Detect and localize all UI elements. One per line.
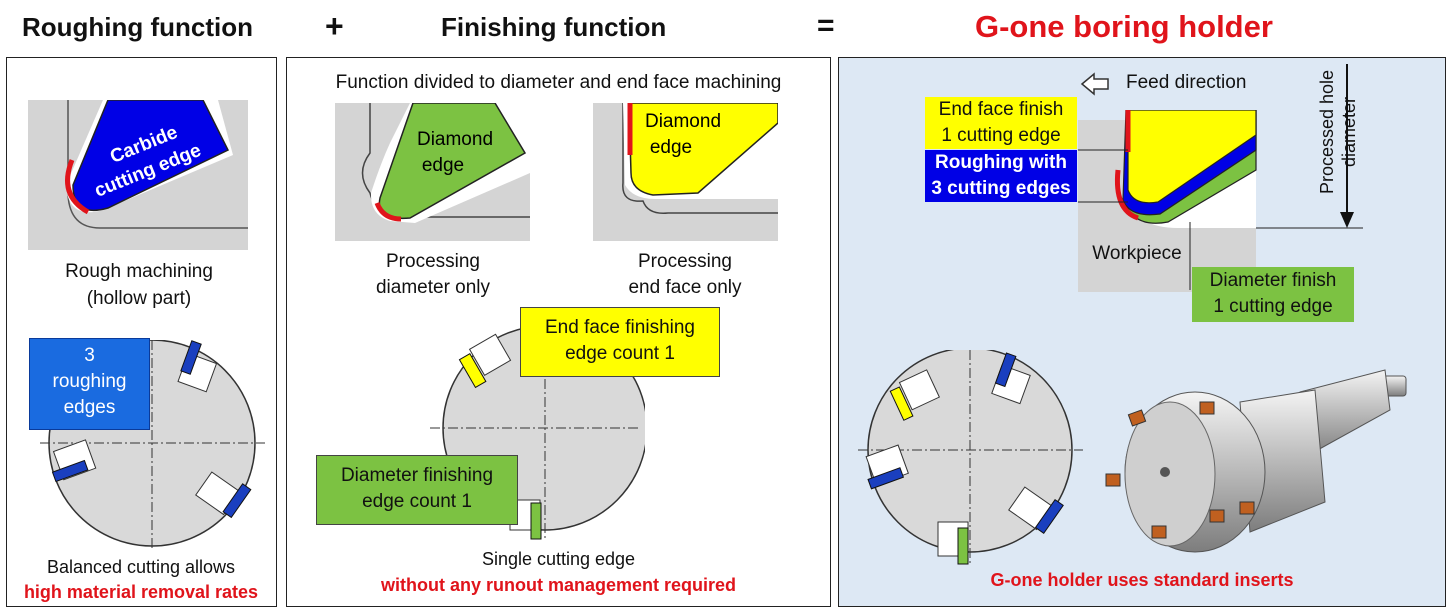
processing-diameter-line1: Processing bbox=[386, 251, 480, 272]
high-removal-rate-text: high material removal rates bbox=[23, 582, 259, 602]
balanced-cutting-text: Balanced cutting allows bbox=[46, 557, 236, 577]
roughing-label-line1: Roughing with bbox=[935, 152, 1067, 173]
standard-inserts-text: G-one holder uses standard inserts bbox=[990, 570, 1294, 590]
endface-finish-label: End face finish 1 cutting edge bbox=[925, 97, 1077, 149]
equals-sign: = bbox=[817, 9, 835, 42]
roughing-box-line3: edges bbox=[63, 397, 116, 418]
finishing-function-title: Finishing function bbox=[441, 12, 667, 42]
function-divided-text: Function divided to diameter and end fac… bbox=[335, 72, 782, 93]
endface-box-line1: End face finishing bbox=[545, 317, 695, 338]
diameter-box-line1: Diameter finishing bbox=[340, 465, 494, 486]
end-face-edge-diagram: Diamond edge bbox=[593, 103, 778, 241]
hole-diameter-arrow-icon bbox=[1340, 64, 1354, 228]
rough-machining-line1: Rough machining bbox=[65, 261, 213, 282]
diameter-finish-line2: 1 cutting edge bbox=[1213, 296, 1333, 317]
roughing-panel bbox=[6, 57, 277, 607]
diamond-label-1b: edge bbox=[422, 155, 464, 176]
endface-box-line2: edge count 1 bbox=[565, 343, 675, 364]
processed-hole-line1: Processed hole bbox=[1317, 69, 1337, 195]
endface-finish-line1: End face finish bbox=[938, 99, 1064, 120]
feed-direction-text: Feed direction bbox=[1126, 72, 1247, 93]
workpiece-label: Workpiece bbox=[1092, 243, 1182, 264]
diameter-finish-label: Diameter finish 1 cutting edge bbox=[1192, 267, 1354, 322]
diamond-label-1a: Diamond bbox=[417, 129, 493, 150]
no-runout-text: without any runout management required bbox=[380, 575, 737, 595]
roughing-function-title: Roughing function bbox=[22, 12, 254, 42]
diameter-edge-diagram: Diamond edge bbox=[335, 103, 530, 241]
gone-holder-3d-image bbox=[1105, 369, 1407, 553]
processing-endface-line1: Processing bbox=[638, 251, 732, 272]
roughing-edges-label: Roughing with 3 cutting edges bbox=[925, 150, 1077, 202]
gone-holder-diagram bbox=[858, 350, 1083, 565]
processing-endface-line2: end face only bbox=[628, 277, 742, 298]
gone-holder-title: G-one boring holder bbox=[975, 9, 1273, 44]
processing-diameter-line2: diameter only bbox=[375, 277, 491, 298]
endface-finishing-box: End face finishing edge count 1 bbox=[520, 307, 720, 377]
finishing-panel bbox=[286, 57, 831, 607]
endface-finish-line2: 1 cutting edge bbox=[941, 125, 1061, 146]
roughing-box-line1: 3 bbox=[84, 345, 95, 366]
diamond-label-2a: Diamond bbox=[645, 111, 721, 132]
gone-cross-section-diagram bbox=[1078, 110, 1363, 292]
roughing-edges-box: 3 roughing edges bbox=[29, 338, 150, 430]
rough-machining-line2: (hollow part) bbox=[86, 288, 192, 309]
diamond-label-2b: edge bbox=[650, 137, 692, 158]
diameter-box-line2: edge count 1 bbox=[362, 491, 472, 512]
processed-hole-line2: diameter bbox=[1339, 96, 1359, 168]
diameter-finish-line1: Diameter finish bbox=[1209, 270, 1337, 291]
roughing-label-line2: 3 cutting edges bbox=[931, 178, 1071, 199]
diameter-finishing-box: Diameter finishing edge count 1 bbox=[316, 455, 518, 525]
plus-sign: + bbox=[325, 8, 344, 44]
single-cutting-edge-text: Single cutting edge bbox=[481, 549, 636, 569]
carbide-edge-diagram: Carbide cutting edge bbox=[28, 100, 248, 250]
processed-hole-label: Processed hole diameter bbox=[1298, 62, 1359, 222]
feed-arrow-icon bbox=[1080, 72, 1109, 96]
roughing-box-line2: roughing bbox=[52, 371, 127, 392]
